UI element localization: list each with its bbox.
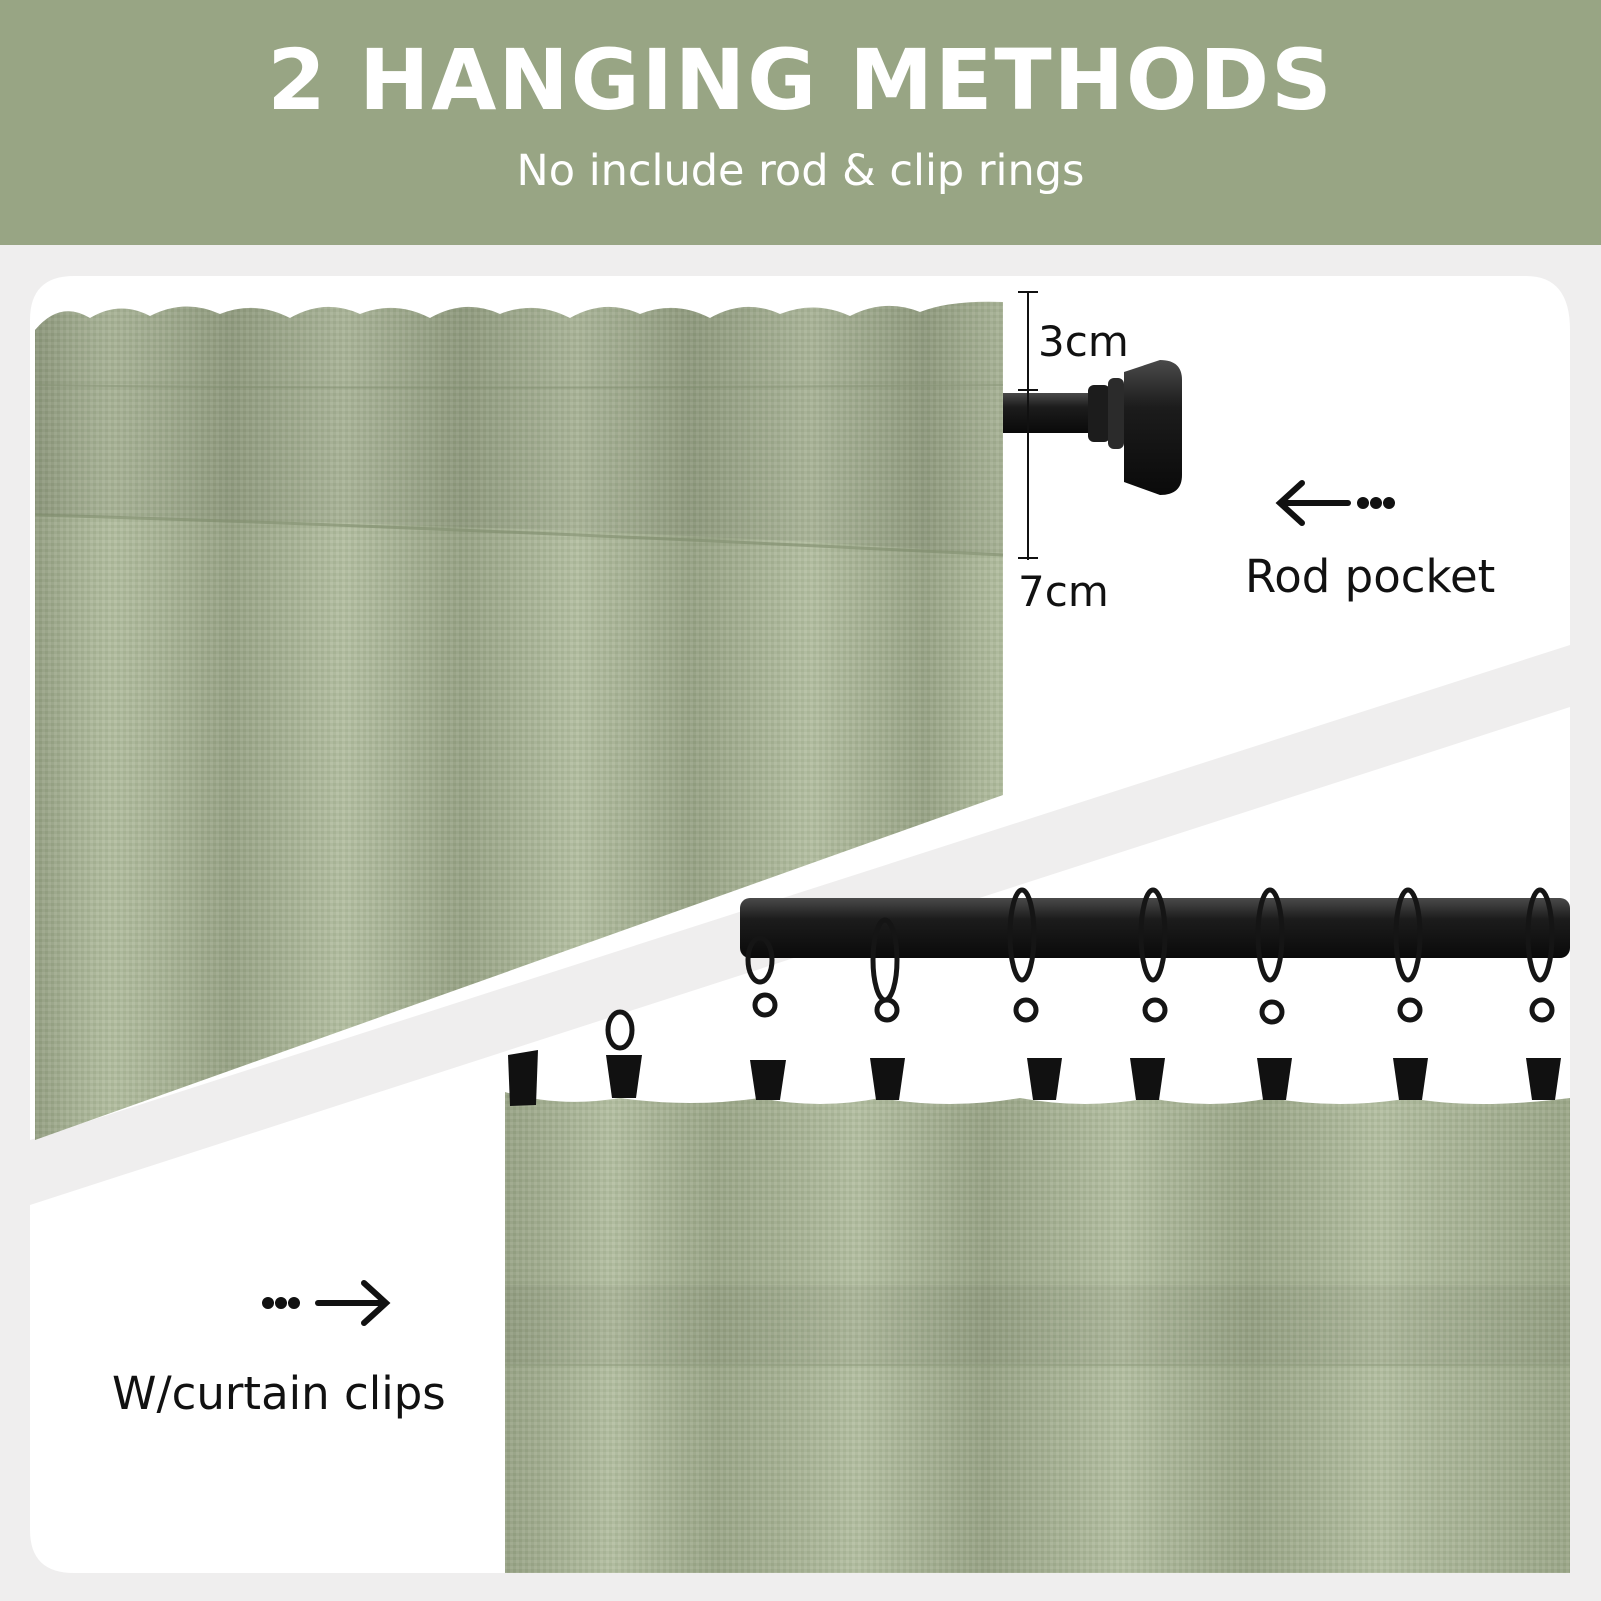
page-title: 2 HANGING METHODS [267,31,1334,129]
rod-pocket-curtain [34,301,1004,1140]
dimension-marker [1018,291,1038,560]
clip-curtain [505,1092,1570,1573]
curtain-clip-jaws [508,1050,1561,1106]
arrow-left-dotted-icon [1275,480,1395,526]
clip-rings [605,887,1555,1051]
arrow-right-dotted-icon [262,1280,391,1326]
clip-rod [740,898,1570,958]
curtain-clips-label: W/curtain clips [112,1367,446,1420]
page-subtitle: No include rod & clip rings [516,146,1085,196]
dimension-7cm-label: 7cm [1018,567,1109,616]
header-banner: 2 HANGING METHODS No include rod & clip … [0,0,1601,245]
rod-pocket-label: Rod pocket [1245,550,1496,603]
rod-pocket-rod [1003,360,1182,495]
dimension-3cm-label: 3cm [1038,317,1129,366]
